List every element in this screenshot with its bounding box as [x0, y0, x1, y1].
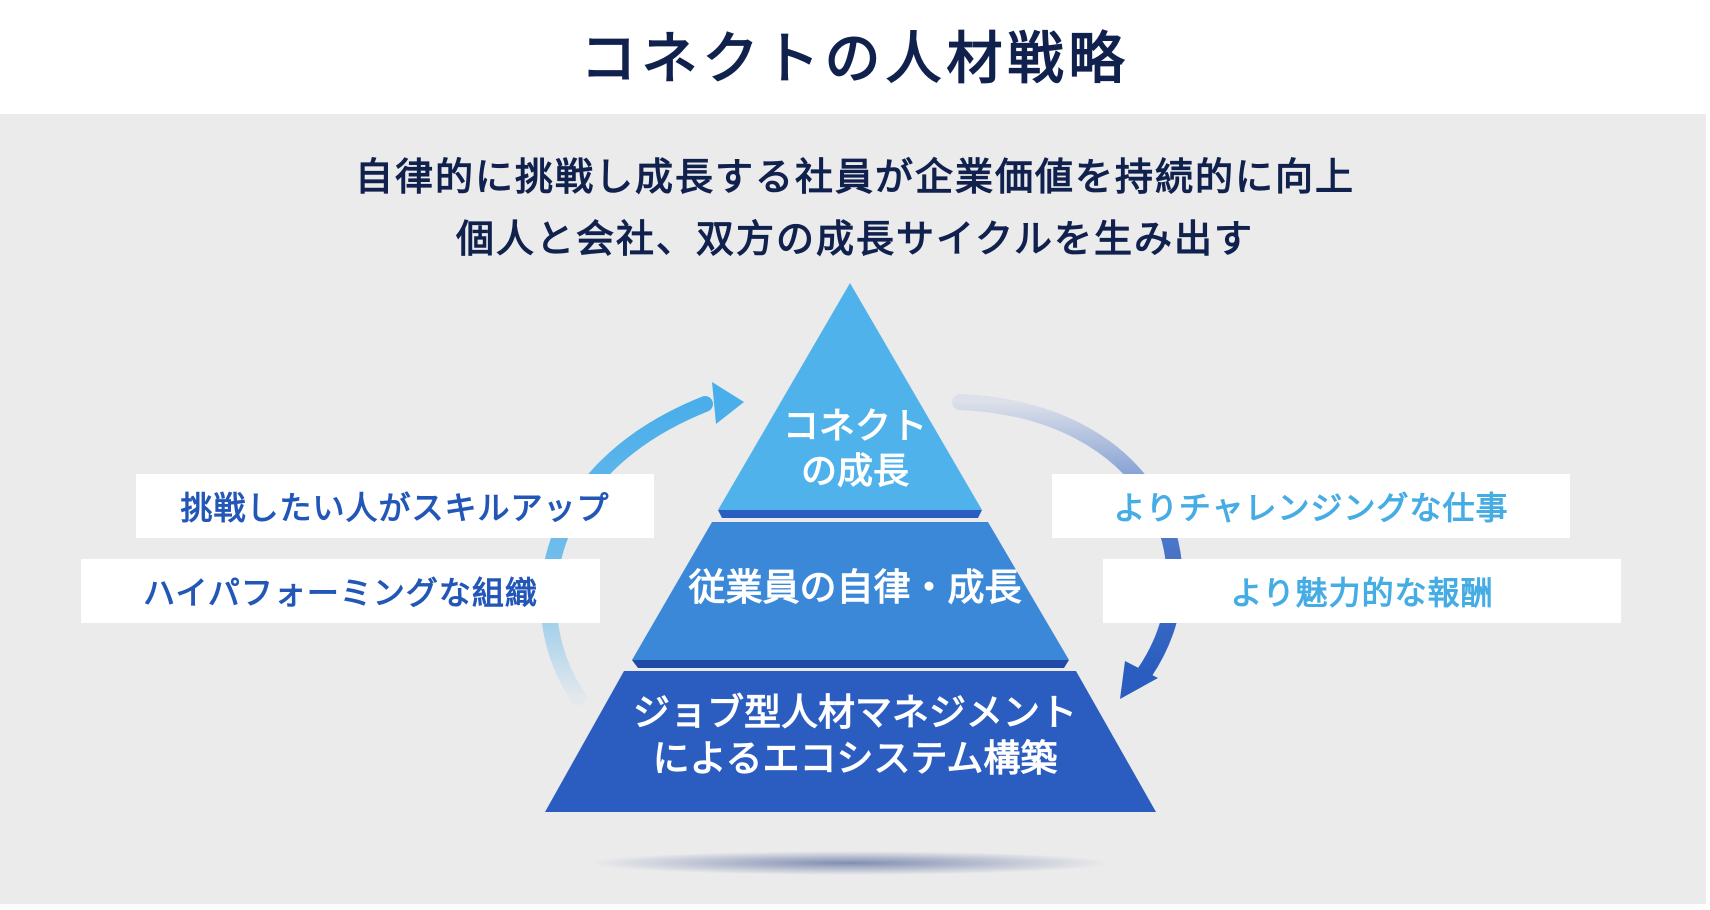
page-title: コネクトの人材戦略	[580, 26, 1130, 92]
right-arrowhead-icon	[1120, 661, 1158, 699]
subtitle-line-1: 自律的に挑戦し成長する社員が企業価値を持続的に向上	[354, 155, 1355, 199]
left-box-skill-up: 挑戦したい人がスキルアップ	[136, 474, 654, 538]
pyramid-bottom-line-1: ジョブ型人材マネジメント	[633, 691, 1077, 734]
pyramid-bottom-label: ジョブ型人材マネジメント によるエコシステム構築	[580, 690, 1130, 783]
pyramid-middle-label: 従業員の自律・成長	[688, 566, 1022, 609]
bottom-edge-strip	[0, 904, 1710, 910]
pyramid-top-line-1: コネクト	[782, 406, 927, 447]
left-cycle-arc	[540, 396, 713, 705]
pyramid-top-line-2: の成長	[800, 451, 909, 492]
pyramid-tier-middle-edge	[632, 660, 1069, 668]
right-box-challenging-work: よりチャレンジングな仕事	[1052, 474, 1570, 538]
subtitle-line-2: 個人と会社、双方の成長サイクルを生み出す	[455, 217, 1255, 261]
left-arrowhead-icon	[712, 382, 744, 424]
pyramid-tier-middle	[632, 522, 1069, 660]
right-edge-strip	[1706, 0, 1710, 910]
pyramid-tier-top	[718, 283, 982, 510]
left-box-high-performing: ハイパフォーミングな組織	[81, 559, 600, 623]
pyramid-tier-top-edge	[718, 510, 982, 518]
pyramid-shadow	[590, 851, 1110, 875]
pyramid-tier-bottom	[545, 671, 1156, 812]
pyramid-bottom-line-2: によるエコシステム構築	[652, 737, 1058, 781]
title-bar: コネクトの人材戦略	[0, 0, 1710, 114]
pyramid-top-label: コネクト の成長	[730, 404, 980, 494]
right-box-attractive-reward: より魅力的な報酬	[1103, 559, 1621, 623]
